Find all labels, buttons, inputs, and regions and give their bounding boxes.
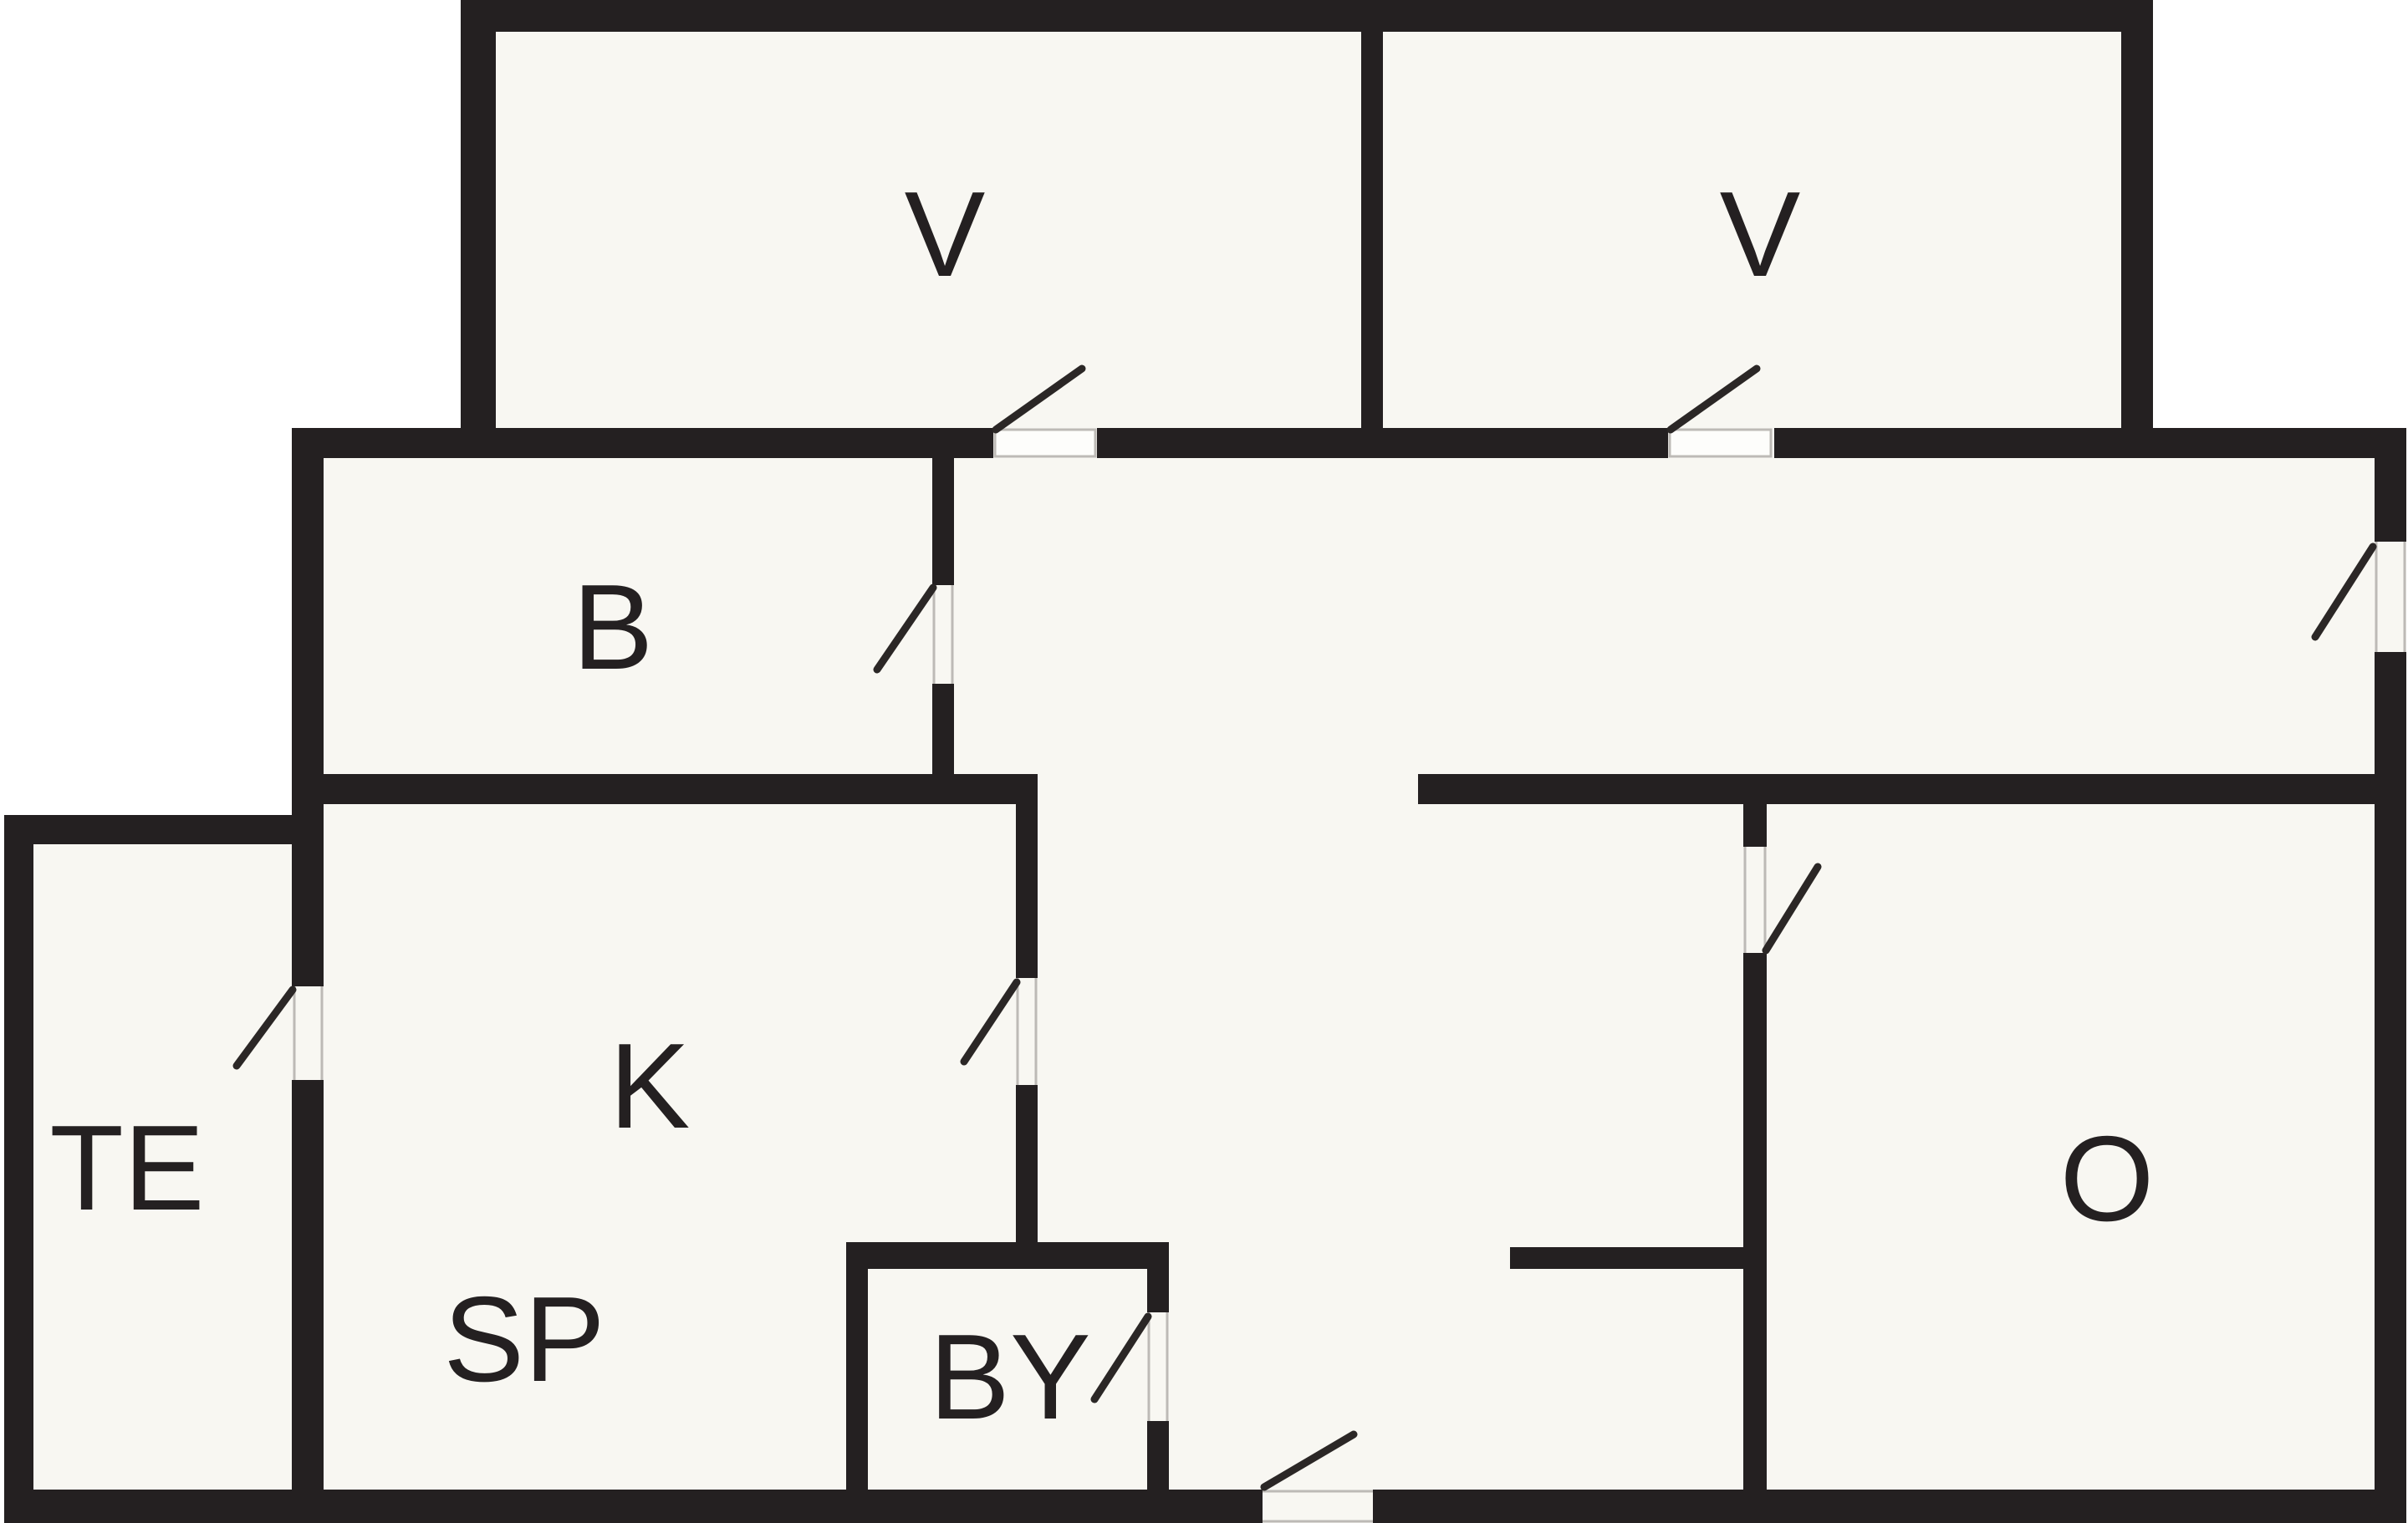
wall-segment (846, 1242, 1169, 1269)
wall-segment (1373, 1490, 2406, 1523)
room-label-by: BY (929, 1309, 1090, 1444)
door-jamb-line (1016, 978, 1038, 1085)
terrace-floor (4, 815, 324, 1523)
main-body-floor (292, 428, 2406, 1523)
door-jamb-line (293, 986, 324, 1080)
door-jamb-line (932, 585, 954, 684)
door-swing-hall-right-icon (2311, 542, 2377, 641)
interior-walls (292, 32, 2377, 1490)
door-swing-b-icon (873, 583, 937, 674)
wall-segment (2375, 428, 2406, 542)
wall-segment (2121, 0, 2153, 458)
wall-segment (1774, 428, 2406, 458)
wall-segment (4, 815, 324, 844)
door-jamb-line (2375, 542, 2406, 652)
wall-segment (1016, 804, 1038, 978)
room-fills (4, 0, 2406, 1523)
door-swing-by-icon (1090, 1312, 1152, 1403)
door-leaf-v1 (993, 428, 1097, 458)
door-leaf-v2 (1668, 428, 1773, 458)
wall-segment (1147, 1269, 1169, 1312)
room-label-te: TE (49, 1100, 204, 1235)
door-jamb-line (1263, 1490, 1373, 1523)
door-openings (293, 428, 2406, 1523)
wall-segment (1743, 953, 1767, 1490)
wall-segment (1743, 804, 1767, 847)
room-labels: V V B TE K SP BY O (49, 166, 2154, 1444)
door-swing-entrance-icon (1260, 1430, 1358, 1491)
wall-segment (292, 428, 993, 458)
room-label-sp: SP (443, 1271, 605, 1407)
bedroom-wing-floor (461, 0, 2153, 458)
room-label-o: O (2060, 1111, 2155, 1246)
wall-segment (846, 1242, 868, 1490)
door-jamb-line (1147, 1312, 1169, 1421)
wall-segment (1418, 774, 2377, 804)
door-swing-o-icon (1762, 863, 1822, 955)
door-swing-te-icon (232, 986, 297, 1070)
wall-segment (1147, 1421, 1169, 1490)
wall-segment (292, 774, 1038, 804)
wall-segment (1016, 1085, 1038, 1242)
door-swing-v1-icon (992, 364, 1086, 434)
wall-segment (2375, 652, 2406, 1523)
wall-segment (1097, 428, 1668, 458)
door-swing-v2-icon (1666, 364, 1761, 434)
door-jamb-line (1743, 847, 1767, 953)
room-label-b: B (573, 559, 654, 695)
wall-segment (1361, 32, 1383, 428)
wall-segment (932, 458, 954, 585)
door-swing-k-icon (960, 978, 1021, 1066)
wall-segment (1510, 1247, 1743, 1269)
room-label-k: K (610, 1018, 691, 1154)
wall-segment (461, 0, 496, 458)
wall-segment (292, 428, 324, 986)
wall-segment (292, 1080, 324, 1523)
room-label-v2: V (1720, 166, 1801, 302)
exterior-walls (4, 0, 2406, 1523)
wall-segment (4, 815, 33, 1523)
wall-segment (932, 684, 954, 774)
wall-segment (4, 1490, 1263, 1523)
wall-segment (461, 0, 2153, 32)
room-label-v1: V (905, 166, 986, 302)
door-swings (232, 364, 2377, 1491)
